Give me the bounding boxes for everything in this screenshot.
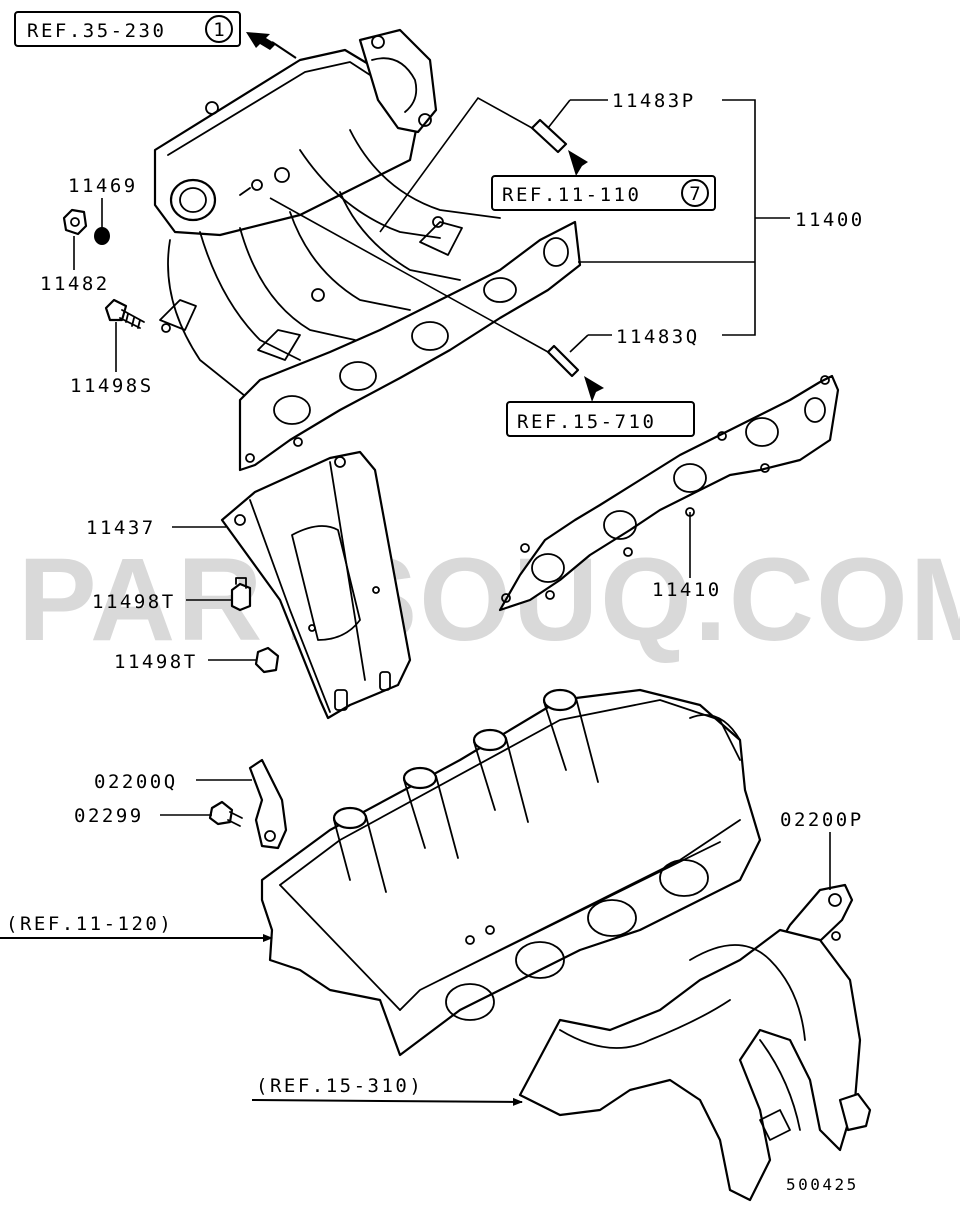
ref-15-710-text: REF.15-710 [517,411,656,433]
intake-manifold-illustration [153,28,582,472]
bolt-02299 [208,800,243,827]
part-label-11483q[interactable]: 11483Q [616,326,700,348]
cylinder-head-illustration [260,688,762,1057]
stay-11437 [220,450,412,720]
part-label-11483p[interactable]: 11483P [612,90,696,112]
part-label-11469[interactable]: 11469 [68,175,138,197]
part-label-02299[interactable]: 02299 [74,805,144,827]
washer-11469 [94,227,110,245]
ref-35-230-callout[interactable]: REF.35-230 1 [14,11,241,47]
part-label-11498t-upper[interactable]: 11498T [92,591,176,613]
part-label-02200p[interactable]: 02200P [780,809,864,831]
ref-15-310-text[interactable]: (REF.15-310) [256,1075,423,1097]
bolt-11498s [104,298,145,329]
part-label-11410[interactable]: 11410 [652,579,722,601]
ref-11-110-circle-number: 7 [689,183,700,205]
ref-35-230-text: REF.35-230 [27,20,166,42]
part-label-11400[interactable]: 11400 [795,209,865,231]
ref-11-110-callout[interactable]: REF.11-110 7 [491,175,716,211]
bolt-11498t-a [230,577,252,612]
part-label-11437[interactable]: 11437 [86,517,156,539]
gasket-11410 [498,374,840,612]
exhaust-manifold-illustration [518,928,872,1202]
ref-35-230-circle-number: 1 [213,19,224,41]
nut-11482 [62,208,88,236]
part-label-11498t-lower[interactable]: 11498T [114,651,198,673]
drawing-number: 500425 [786,1175,859,1194]
ref-15-710-callout[interactable]: REF.15-710 [506,401,695,437]
dowel-pin-11483p [530,118,588,176]
part-label-11482[interactable]: 11482 [40,273,110,295]
part-label-02200q[interactable]: 02200Q [94,771,178,793]
leader-lines [0,32,831,1106]
ref-11-120-text[interactable]: (REF.11-120) [6,913,173,935]
watermark-text: PARTSOUQ.COM [18,534,960,666]
dowel-pin-11483q [546,344,604,402]
part-label-11498s[interactable]: 11498S [70,375,154,397]
ref-11-110-text: REF.11-110 [502,184,641,206]
bolt-11498t-b [254,646,280,674]
engine-hanger-02200q [248,758,288,850]
